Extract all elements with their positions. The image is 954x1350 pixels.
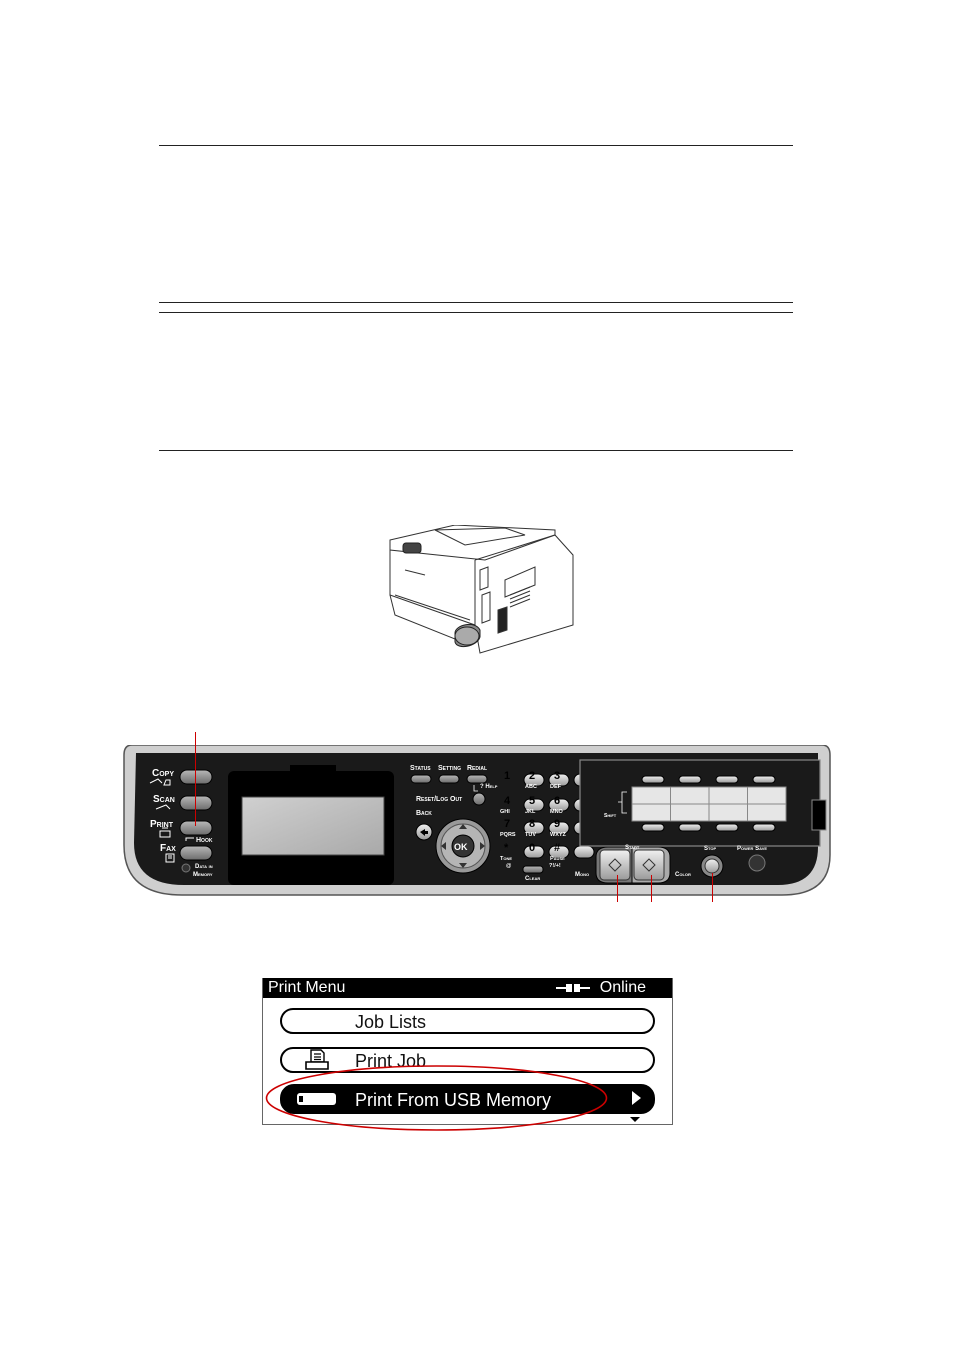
keypad-letters-label: ABC [525,784,537,790]
keypad-letters-label: Tone [500,856,513,862]
keypad-digit-label: 1 [504,770,511,782]
keypad-key-7[interactable] [523,821,545,835]
keypad-letters-label: WXYZ [550,832,566,838]
network-online-icon [556,984,590,992]
keypad-letters-label: GHI [500,809,510,815]
fax-button-label: Fax [160,843,176,854]
color-label: Color [675,872,691,878]
ok-label: OK [454,842,468,852]
menu-item-print-from-usb-memory[interactable]: Print From USB Memory [280,1084,655,1114]
one-touch-top-key-3[interactable] [715,775,739,784]
submenu-arrow-icon [632,1091,641,1105]
one-touch-bottom-key-3[interactable] [715,823,739,832]
clear-label: Clear [525,876,541,882]
tone-sub-label: @ [506,863,512,869]
keypad-letters-label: PQRS [500,832,516,838]
callout-print-button [195,732,196,826]
keypad-digit-label: 2 [529,770,536,782]
keypad-digit-label: 5 [529,795,536,807]
keypad-key-1[interactable] [523,773,545,787]
keypad-key-10[interactable] [523,845,545,859]
callout-stop-button [712,873,713,902]
reset-logout-label: Reset/Log Out [416,796,463,803]
stop-label: Stop [704,846,717,852]
one-touch-bottom-key-4[interactable] [752,823,776,832]
rule-note-end [159,302,793,303]
rule-bottom [159,450,793,451]
menu-item-job-lists[interactable]: Job Lists [280,1008,655,1034]
callout-mono-start [617,875,618,902]
print-button-label: Print [150,819,174,830]
keypad-key-8[interactable] [548,821,570,835]
one-touch-bottom-key-2[interactable] [678,823,702,832]
highlight-ellipse [265,1065,608,1131]
lcd-online-status: Online [599,979,646,996]
one-touch-bottom-key-1[interactable] [641,823,665,832]
one-touch-top-key-2[interactable] [678,775,702,784]
rule-top [159,145,793,146]
keypad-letters-label: DEF [550,784,561,790]
keypad-key-2[interactable] [548,773,570,787]
lcd-header: Print Menu Online [263,978,672,998]
one-touch-top-key-1[interactable] [641,775,665,784]
keypad-letters-label: TUV [525,832,536,838]
scan-button-label: Scan [153,794,175,805]
shift-label: Shift [604,813,617,819]
keypad-digit-label: 9 [554,818,561,830]
keypad-digit-label: 8 [529,818,536,830]
keypad-digit-label: # [554,842,561,854]
status-key-label: Status [410,765,431,772]
pause-sub-label: ?!/+! [549,863,561,869]
data-in-memory-label-1: Data in [195,864,213,870]
data-in-memory-label-2: Memory [193,872,213,878]
setting-key-label: Setting [438,765,462,772]
print-job-icon [305,1049,329,1070]
redial-key-label: Redial [467,765,488,772]
back-label: Back [416,810,432,817]
keypad-key-11[interactable] [548,845,570,859]
keypad-digit-label: * [504,842,509,854]
keypad-digit-label: 3 [554,770,561,782]
printer-usb-port-illustration [389,525,574,654]
keypad-key-4[interactable] [523,798,545,812]
callout-color-start [651,875,652,902]
scroll-down-icon[interactable] [630,1117,640,1122]
keypad-letters-label: Pause [550,856,565,862]
keypad-letters-label: MNO [550,809,563,815]
keypad-digit-label: 0 [529,842,536,854]
menu-item-label: Print From USB Memory [355,1090,552,1110]
keypad-digit-label: 7 [504,818,511,830]
menu-item-label: Job Lists [355,1012,427,1032]
help-label: ? Help [480,784,498,790]
lcd-print-menu: Print Menu Online Job Lists Print Job Pr… [262,978,673,1125]
copy-button-label: Copy [152,768,175,779]
keypad-digit-label: 6 [554,795,561,807]
rule-note-start [159,312,793,313]
start-label: Start [625,845,640,851]
power-save-label: Power Save [737,846,768,852]
keypad-digit-label: 4 [504,795,511,807]
lcd-title: Print Menu [268,979,346,996]
keypad-key-12[interactable] [573,845,595,859]
usb-memory-icon [297,1093,336,1105]
keypad-letters-label: JKL [525,809,536,815]
one-touch-top-key-4[interactable] [752,775,776,784]
hook-label: Hook [196,837,213,844]
keypad-key-5[interactable] [548,798,570,812]
mono-label: Mono [575,872,590,878]
operator-panel [123,745,831,896]
